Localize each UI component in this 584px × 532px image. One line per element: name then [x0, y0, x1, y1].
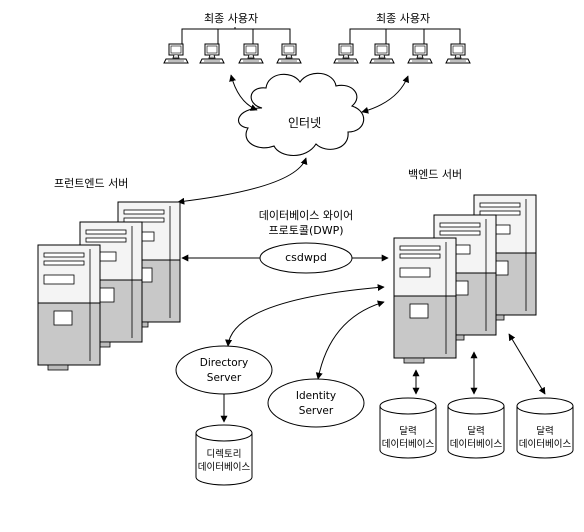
protocol-line1: 데이터베이스 와이어	[258, 209, 354, 222]
backend-servers	[393, 194, 537, 364]
end-users-left-label: 최종 사용자	[204, 12, 259, 25]
frontend-label: 프런트엔드 서버	[54, 177, 129, 190]
workstation-icon	[238, 43, 264, 64]
end-users-right-label: 최종 사용자	[376, 12, 431, 25]
workstation-icon	[199, 43, 225, 64]
workstation-icon	[445, 43, 471, 64]
internet-label: 인터넷	[288, 116, 322, 130]
frontend-servers	[37, 201, 181, 371]
calendar-db-line2: 데이터베이스	[381, 439, 435, 450]
directory-server-line2: Server	[206, 372, 242, 384]
server-icon	[393, 237, 457, 364]
protocol-line2: 프로토콜(DWP)	[268, 224, 344, 237]
directory-server-label: Directory Server	[176, 356, 272, 386]
calendar-database-label: 달력 데이터베이스	[511, 425, 579, 451]
protocol-caption: 데이터베이스 와이어 프로토콜(DWP)	[246, 208, 366, 238]
workstation-icon	[276, 43, 302, 64]
server-icon	[37, 244, 101, 371]
directory-server-line1: Directory	[199, 357, 249, 369]
calendar-db-line1: 달력	[536, 426, 554, 437]
workstation-icon	[369, 43, 395, 64]
identity-server-line2: Server	[298, 405, 334, 417]
identity-server-line1: Identity	[295, 390, 337, 402]
directory-database-label: 디렉토리 데이터베이스	[190, 448, 258, 474]
calendar-database-label: 달력 데이터베이스	[442, 425, 510, 451]
internet-cloud-icon	[238, 72, 365, 157]
backend-label: 백엔드 서버	[408, 168, 463, 181]
calendar-db-line1: 달력	[467, 426, 485, 437]
csdwpd-node	[259, 242, 353, 274]
calendar-db-line2: 데이터베이스	[449, 439, 503, 450]
identity-server-label: Identity Server	[268, 389, 364, 419]
calendar-db-line2: 데이터베이스	[518, 439, 572, 450]
calendar-database-label: 달력 데이터베이스	[374, 425, 442, 451]
end-users-right	[333, 28, 471, 64]
workstation-icon	[163, 43, 189, 64]
csdwpd-label: csdwpd	[285, 251, 327, 264]
workstation-icon	[407, 43, 433, 64]
workstation-icon	[333, 43, 359, 64]
end-users-left	[163, 27, 302, 64]
directory-db-line2: 데이터베이스	[197, 462, 251, 473]
directory-db-line1: 디렉토리	[206, 449, 242, 460]
calendar-db-line1: 달력	[399, 426, 417, 437]
